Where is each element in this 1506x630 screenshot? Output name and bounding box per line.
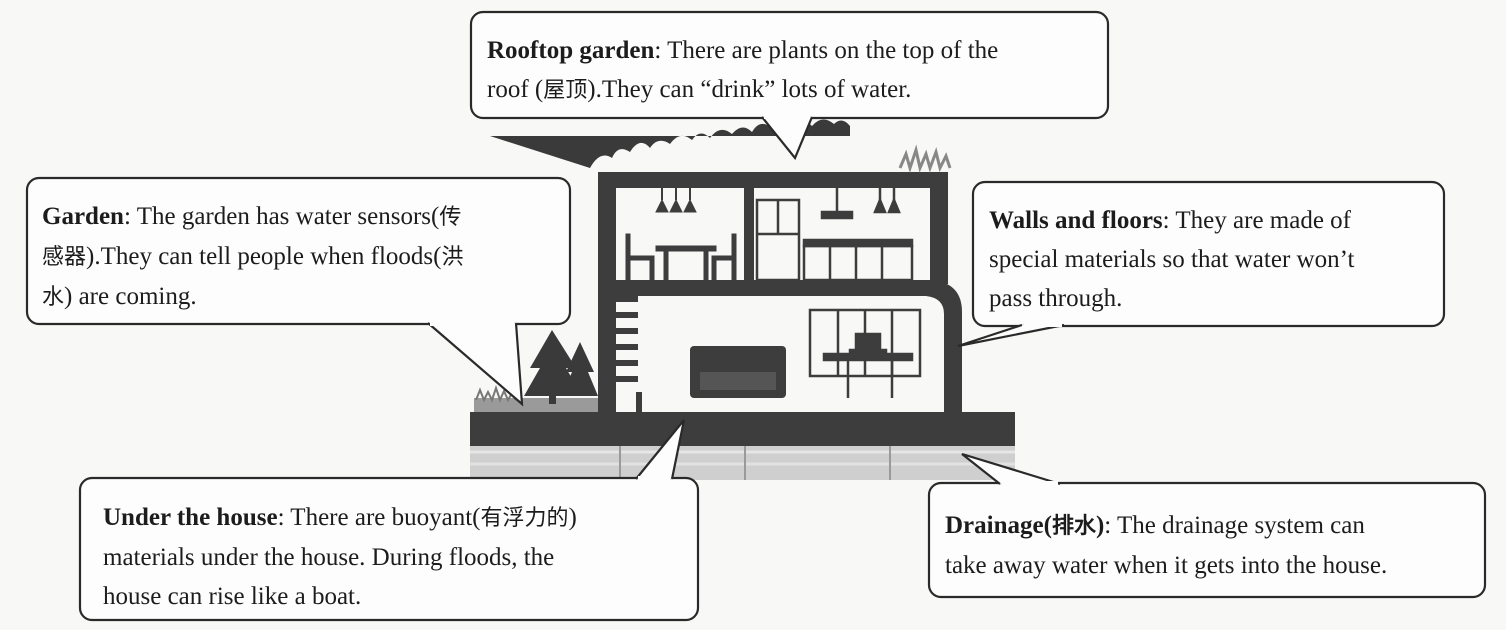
callout-walls-floors: Walls and floors: They are made of speci… [975, 197, 1368, 322]
garden-text-1: : The garden has water sensors( [123, 203, 440, 230]
callout-rooftop-garden: Rooftop garden: There are plants on the … [473, 27, 1012, 114]
rooftop-term: Rooftop garden [487, 37, 655, 64]
ground-grass [474, 384, 602, 412]
under-box [78, 476, 700, 622]
staircase [616, 296, 642, 412]
drainage-text-1: : The drainage system can [1104, 512, 1365, 539]
rooftop-text-2b: ).They can “drink” lots of water. [587, 76, 912, 103]
walls-text-2: special materials so that water won’t [989, 246, 1355, 273]
callout-under-house: Under the house: There are buoyant(有浮力的)… [89, 494, 591, 620]
dining-room [625, 188, 737, 281]
callout-frames [25, 10, 1487, 622]
rooftop-plants [490, 119, 952, 174]
walls-text-3: pass through. [989, 285, 1123, 312]
kitchen [755, 188, 914, 282]
garden-text-2: ).They can tell people when floods( [86, 243, 442, 270]
garden-term: Garden [42, 203, 124, 230]
rooftop-text-1: : There are plants on the top of the [654, 37, 999, 64]
under-term: Under the house [103, 504, 278, 531]
under-text-1a: : There are buoyant( [277, 504, 481, 531]
house-structure [598, 172, 962, 412]
garden-cjk-3: 洪 [441, 245, 464, 270]
garden-box [25, 176, 572, 326]
callout-drainage: Drainage(排水): The drainage system can ta… [931, 502, 1401, 589]
under-cjk: 有浮力的 [480, 506, 569, 531]
drainage-cjk: 排水 [1051, 514, 1096, 539]
drainage-paren-close: ) [1095, 512, 1105, 539]
drainage-box [927, 481, 1487, 599]
rooftop-cjk: 屋顶 [543, 78, 588, 103]
garden-cjk-2: 感器 [42, 245, 87, 270]
callout-pointers [427, 116, 1065, 486]
garden-cjk-4: 水 [42, 285, 65, 310]
callout-garden: Garden: The garden has water sensors(传 感… [28, 193, 477, 321]
under-text-1b: ) [568, 504, 577, 531]
drainage-term: Drainage [945, 512, 1044, 539]
drainage-paren-open: ( [1043, 512, 1052, 539]
garden-cjk-1: 传 [439, 205, 462, 230]
walls-box [971, 180, 1446, 328]
drainage-text-2: take away water when it gets into the ho… [945, 552, 1388, 579]
base-platform [470, 412, 1015, 446]
walls-text-1: : They are made of [1162, 207, 1351, 234]
pine-trees [524, 330, 598, 404]
rooftop-text-2a: roof ( [487, 76, 544, 103]
under-text-2: materials under the house. During floods… [103, 544, 555, 571]
study-area [808, 308, 922, 398]
sofa [690, 346, 786, 398]
under-text-3: house can rise like a boat. [103, 583, 362, 610]
water-blocks [470, 446, 1015, 480]
walls-term: Walls and floors [989, 207, 1163, 234]
garden-text-3: ) are coming. [64, 283, 197, 310]
